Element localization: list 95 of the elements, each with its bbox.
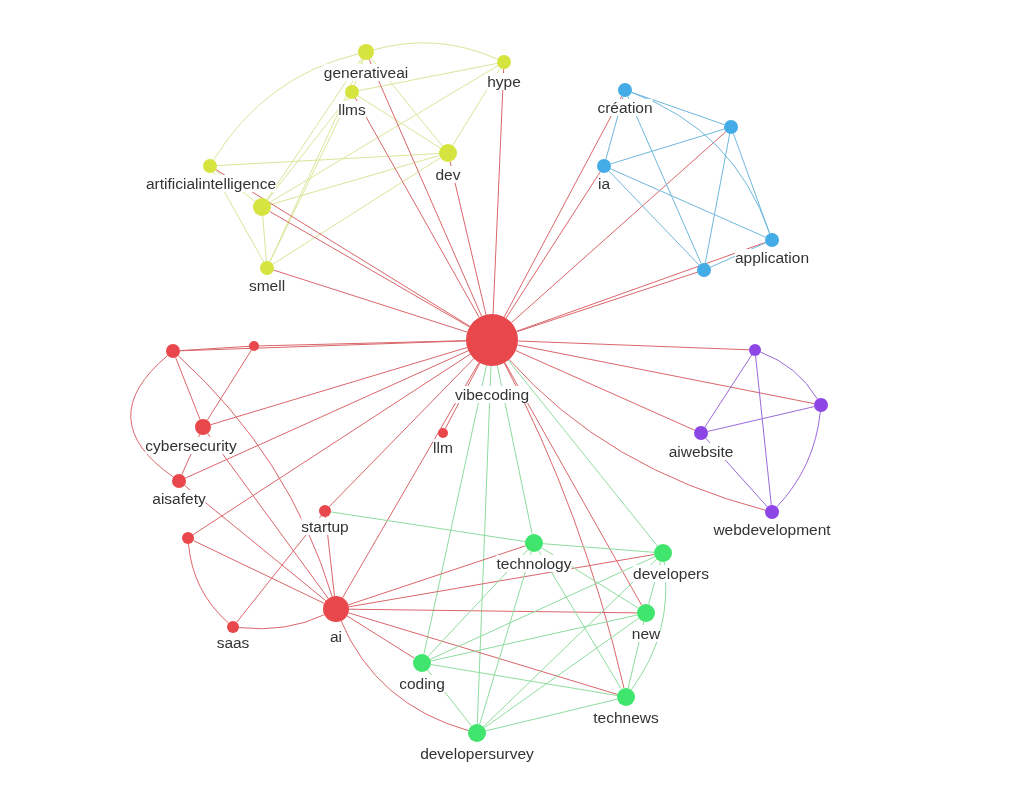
hashtag-label: coding: [399, 675, 445, 693]
network-link: [130, 355, 174, 478]
network-link: [610, 128, 725, 165]
network-link: [207, 433, 329, 599]
network-link: [354, 97, 480, 318]
network-link: [483, 558, 657, 728]
hashtag-label: aisafety: [152, 490, 206, 508]
network-link: [347, 545, 526, 606]
network-link: [755, 355, 772, 506]
network-link: [517, 340, 750, 351]
network-link: [508, 359, 766, 511]
network-link: [627, 95, 702, 265]
network-link: [346, 615, 415, 659]
network-link: [183, 484, 327, 602]
network-link: [776, 411, 821, 508]
network-link: [503, 362, 625, 689]
network-link: [206, 349, 252, 421]
network-link: [505, 171, 601, 319]
network-link: [357, 95, 441, 149]
network-link: [479, 551, 532, 725]
hashtag-label: aiwebsite: [668, 443, 734, 461]
hashtag-label: hype: [487, 73, 521, 91]
network-link: [517, 344, 815, 405]
network-link: [175, 357, 201, 421]
network-link: [210, 347, 468, 426]
network-link: [538, 550, 622, 690]
network-link: [483, 617, 640, 729]
network-link: [423, 364, 487, 655]
network-link: [430, 614, 638, 662]
network-link: [347, 612, 618, 695]
network-link: [340, 620, 469, 732]
network-link: [269, 211, 470, 328]
network-link: [216, 153, 440, 167]
network-link: [273, 269, 468, 333]
hashtag-label: vibecoding: [454, 386, 530, 404]
hashtag-label: startup: [301, 518, 349, 536]
hashtag-label: dev: [435, 166, 461, 184]
network-link: [732, 133, 771, 234]
network-link: [496, 365, 533, 535]
network-link: [272, 157, 441, 265]
hashtag-label: cybersecurity: [145, 437, 237, 455]
hashtag-label: new: [631, 625, 661, 643]
network-link: [330, 511, 526, 543]
hashtag-label: technology: [496, 555, 572, 573]
network-link: [184, 350, 469, 479]
hashtag-label: webdevelopment: [713, 521, 831, 539]
network-link: [177, 355, 333, 598]
hashtag-label: artificialintelligence: [145, 175, 277, 193]
network-link: [348, 554, 655, 608]
hashtag-label: llms: [338, 101, 366, 119]
network-link: [262, 215, 267, 262]
network-link: [707, 406, 815, 432]
hashtag-label: developersurvey: [420, 745, 534, 763]
network-link: [609, 168, 767, 238]
network-link: [238, 614, 325, 630]
network-link: [328, 358, 475, 508]
network-link: [631, 91, 725, 126]
network-link: [192, 353, 471, 536]
network-link: [485, 698, 618, 732]
network-link: [492, 68, 505, 315]
hashtag-label: application: [734, 249, 810, 267]
network-link: [179, 345, 250, 352]
network-link: [510, 131, 727, 324]
network-link: [476, 365, 492, 725]
network-link: [342, 362, 480, 599]
network-link: [516, 271, 698, 333]
network-link: [515, 350, 696, 431]
hashtag-label: création: [597, 99, 653, 117]
network-link: [608, 170, 700, 266]
network-link: [429, 556, 656, 660]
network-link: [704, 133, 731, 264]
network-link: [348, 608, 638, 614]
network-link: [358, 62, 498, 92]
hashtag-label: generativeai: [323, 64, 409, 82]
network-link: [430, 664, 618, 696]
network-link: [516, 241, 766, 332]
network-link: [215, 169, 471, 327]
network-link: [269, 65, 499, 203]
network-link: [368, 58, 483, 317]
network-link: [449, 161, 487, 316]
network-link: [760, 351, 818, 400]
network-link: [507, 359, 658, 547]
hashtag-label: developers: [633, 565, 709, 583]
network-link: [503, 95, 623, 318]
network-link: [270, 155, 440, 205]
network-link: [373, 42, 499, 60]
network-link: [267, 97, 349, 201]
network-link: [188, 543, 229, 624]
network-link: [192, 540, 325, 604]
network-link: [269, 97, 350, 263]
network-link: [542, 543, 655, 553]
network-link: [704, 354, 753, 428]
network-link: [258, 340, 467, 347]
network-link: [504, 362, 643, 606]
network-link: [213, 53, 359, 161]
